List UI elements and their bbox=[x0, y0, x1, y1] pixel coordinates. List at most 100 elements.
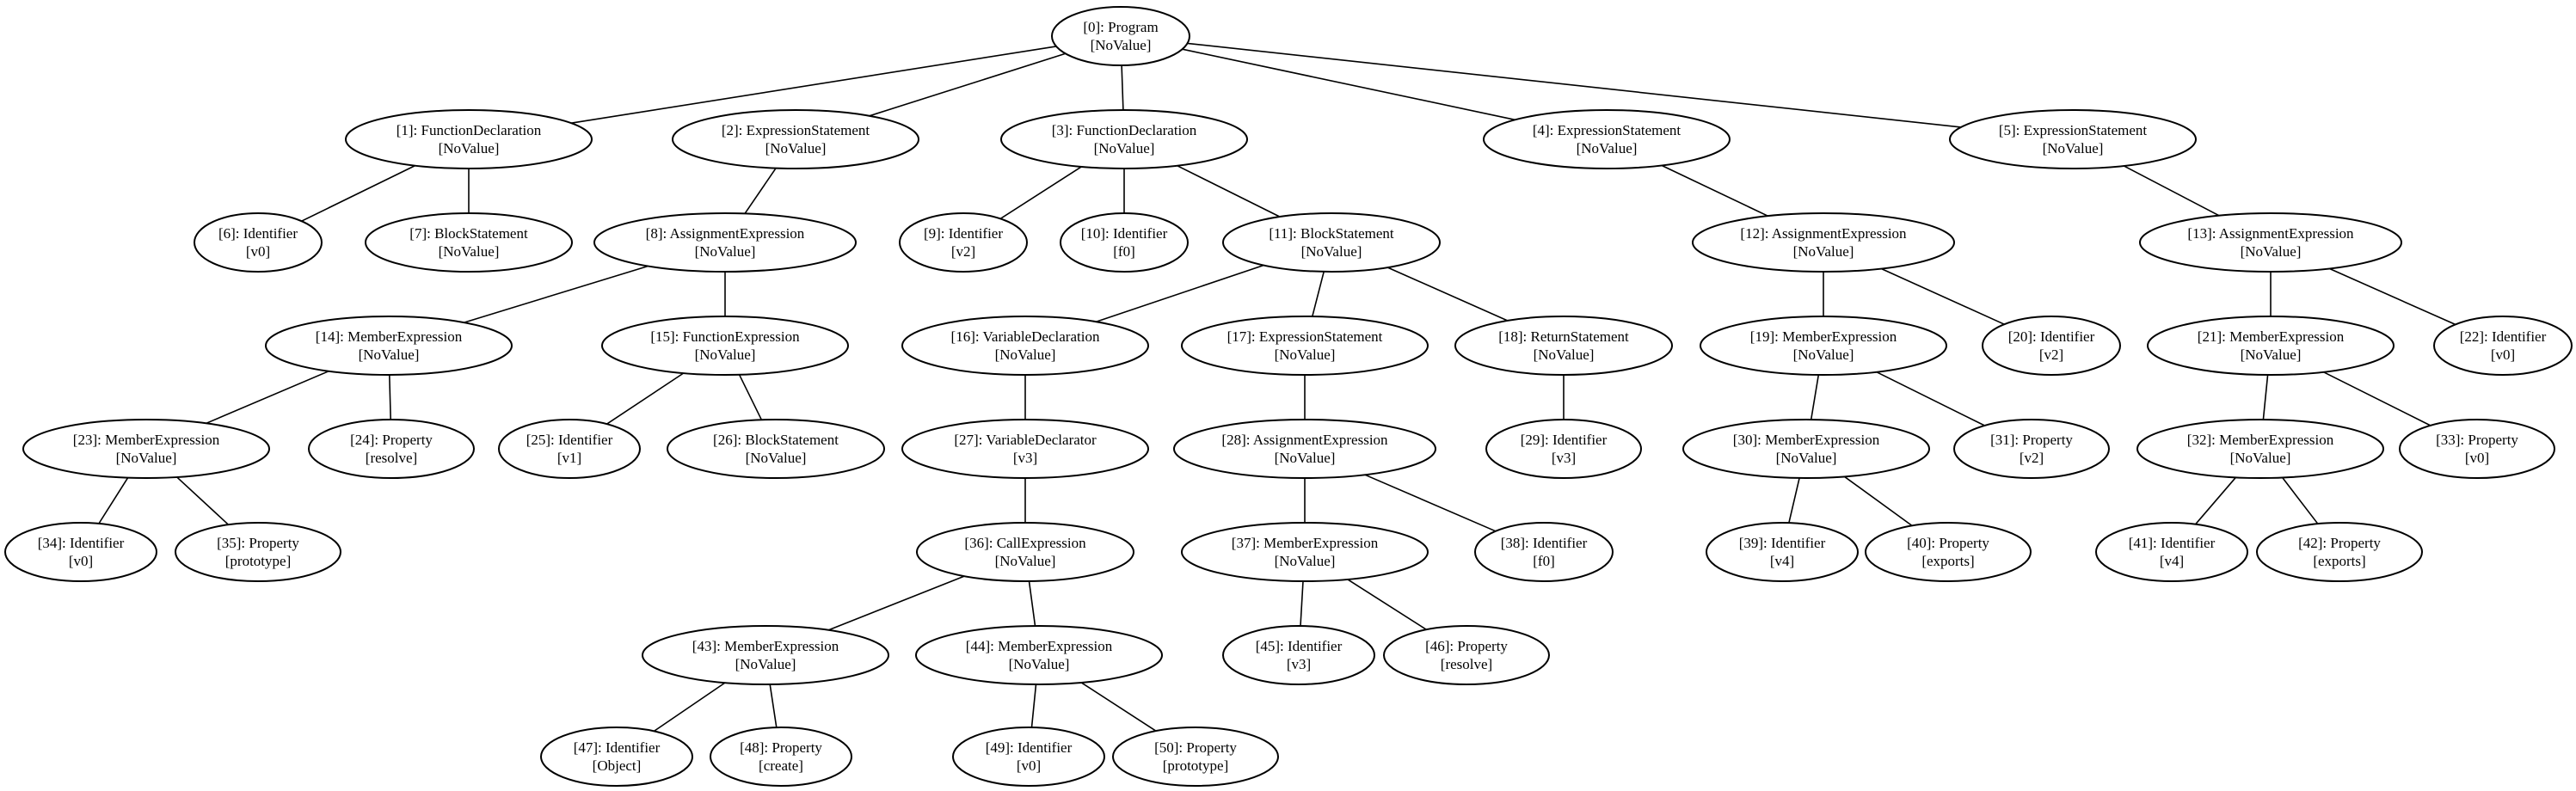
node-value: [NoValue] bbox=[1793, 243, 1854, 260]
node-ellipse bbox=[710, 727, 852, 787]
node-label: [25]: Identifier bbox=[526, 432, 613, 448]
node-label: [0]: Program bbox=[1083, 19, 1158, 35]
node-label: [37]: MemberExpression bbox=[1232, 535, 1379, 551]
edge-32-42 bbox=[2281, 476, 2319, 524]
node-value: [v2] bbox=[2020, 450, 2044, 466]
node-label: [4]: ExpressionStatement bbox=[1533, 122, 1681, 138]
edge-44-49 bbox=[1030, 684, 1037, 728]
tree-node-22: [22]: Identifier[v0] bbox=[2433, 316, 2573, 376]
node-ellipse bbox=[540, 727, 693, 787]
node-ellipse bbox=[1700, 316, 1947, 376]
node-label: [46]: Property bbox=[1425, 638, 1508, 654]
node-label: [13]: AssignmentExpression bbox=[2187, 225, 2354, 242]
node-label: [7]: BlockStatement bbox=[409, 225, 528, 242]
tree-node-14: [14]: MemberExpression[NoValue] bbox=[265, 316, 513, 376]
node-label: [35]: Property bbox=[217, 535, 299, 551]
node-value: [NoValue] bbox=[1793, 346, 1854, 363]
node-value: [v0] bbox=[69, 553, 93, 569]
tree-node-25: [25]: Identifier [v1] bbox=[498, 419, 641, 479]
tree-node-49: [49]: Identifier[v0] bbox=[952, 727, 1105, 787]
node-label: [12]: AssignmentExpression bbox=[1740, 225, 1907, 242]
node-ellipse bbox=[1474, 522, 1614, 582]
edge-15-26 bbox=[738, 374, 763, 420]
node-ellipse bbox=[1682, 419, 1930, 479]
node-label: [29]: Identifier bbox=[1521, 432, 1608, 448]
edge-21-33 bbox=[2323, 371, 2432, 426]
node-value: [NoValue] bbox=[116, 450, 177, 466]
node-label: [3]: FunctionDeclaration bbox=[1052, 122, 1197, 138]
node-ellipse bbox=[1173, 419, 1436, 479]
tree-node-7: [7]: BlockStatement[NoValue] bbox=[365, 212, 573, 273]
node-label: [47]: Identifier bbox=[574, 739, 661, 756]
edge-44-50 bbox=[1080, 682, 1157, 732]
tree-node-3: [3]: FunctionDeclaration [NoValue] bbox=[1000, 109, 1248, 169]
edge-12-20 bbox=[1880, 267, 2005, 325]
tree-node-26: [26]: BlockStatement [NoValue] bbox=[667, 419, 885, 479]
node-value: [NoValue] bbox=[1577, 140, 1638, 156]
node-ellipse bbox=[1454, 316, 1673, 376]
node-value: [v3] bbox=[1013, 450, 1037, 466]
node-value: [v2] bbox=[2039, 346, 2063, 363]
node-value: [NoValue] bbox=[695, 243, 756, 260]
tree-node-45: [45]: Identifier [v3] bbox=[1222, 625, 1375, 685]
edge-3-11 bbox=[1177, 164, 1281, 218]
tree-node-41: [41]: Identifier[v4] bbox=[2095, 522, 2248, 582]
edge-8-14 bbox=[464, 265, 649, 323]
node-label: [26]: BlockStatement bbox=[713, 432, 839, 448]
node-ellipse bbox=[308, 419, 475, 479]
edge-32-41 bbox=[2195, 476, 2237, 525]
node-ellipse bbox=[672, 109, 919, 169]
edge-0-2 bbox=[869, 52, 1067, 117]
node-label: [2]: ExpressionStatement bbox=[722, 122, 870, 138]
node-value: [v3] bbox=[1287, 656, 1311, 672]
tree-node-1: [1]: FunctionDeclaration[NoValue] bbox=[345, 109, 593, 169]
tree-node-5: [5]: ExpressionStatement[NoValue] bbox=[1949, 109, 2197, 169]
edge-23-35 bbox=[176, 476, 230, 525]
node-value: [v2] bbox=[951, 243, 975, 260]
node-label: [50]: Property bbox=[1154, 739, 1237, 756]
node-label: [44]: MemberExpression bbox=[966, 638, 1113, 654]
node-value: [NoValue] bbox=[746, 450, 807, 466]
node-label: [11]: BlockStatement bbox=[1269, 225, 1394, 242]
tree-node-31: [31]: Property[v2] bbox=[1953, 419, 2110, 479]
node-label: [16]: VariableDeclaration bbox=[951, 328, 1100, 345]
node-value: [NoValue] bbox=[1275, 450, 1336, 466]
node-value: [Object] bbox=[593, 757, 642, 774]
edge-layer bbox=[98, 42, 2456, 733]
node-ellipse bbox=[1000, 109, 1248, 169]
node-value: [NoValue] bbox=[2043, 140, 2104, 156]
node-ellipse bbox=[194, 212, 323, 273]
node-label: [41]: Identifier bbox=[2129, 535, 2216, 551]
tree-node-13: [13]: AssignmentExpression[NoValue] bbox=[2139, 212, 2402, 273]
tree-node-20: [20]: Identifier[v2] bbox=[1982, 316, 2121, 376]
tree-node-4: [4]: ExpressionStatement [NoValue] bbox=[1483, 109, 1731, 169]
node-ellipse bbox=[1865, 522, 2032, 582]
node-label: [45]: Identifier bbox=[1256, 638, 1343, 654]
node-ellipse bbox=[1181, 522, 1429, 582]
tree-node-17: [17]: ExpressionStatement[NoValue] bbox=[1181, 316, 1429, 376]
node-value: [NoValue] bbox=[1091, 37, 1152, 53]
node-label: [14]: MemberExpression bbox=[316, 328, 463, 345]
node-value: [NoValue] bbox=[1094, 140, 1155, 156]
tree-node-44: [44]: MemberExpression[NoValue] bbox=[915, 625, 1163, 685]
node-ellipse bbox=[365, 212, 573, 273]
node-ellipse bbox=[2399, 419, 2555, 479]
tree-node-21: [21]: MemberExpression[NoValue] bbox=[2147, 316, 2395, 376]
tree-node-38: [38]: Identifier[f0] bbox=[1474, 522, 1614, 582]
node-value: [NoValue] bbox=[695, 346, 756, 363]
node-value: [NoValue] bbox=[2241, 243, 2302, 260]
node-ellipse bbox=[1383, 625, 1550, 685]
node-label: [43]: MemberExpression bbox=[692, 638, 839, 654]
tree-node-11: [11]: BlockStatement[NoValue] bbox=[1222, 212, 1441, 273]
node-ellipse bbox=[1485, 419, 1642, 479]
edge-28-38 bbox=[1364, 474, 1497, 532]
node-label: [17]: ExpressionStatement bbox=[1227, 328, 1383, 345]
node-label: [6]: Identifier bbox=[218, 225, 298, 242]
node-ellipse bbox=[2139, 212, 2402, 273]
tree-node-46: [46]: Property[resolve] bbox=[1383, 625, 1550, 685]
edge-1-6 bbox=[301, 164, 415, 222]
node-value: [v0] bbox=[2465, 450, 2489, 466]
node-value: [v1] bbox=[557, 450, 581, 466]
node-label: [40]: Property bbox=[1907, 535, 1989, 551]
node-value: [NoValue] bbox=[1534, 346, 1595, 363]
